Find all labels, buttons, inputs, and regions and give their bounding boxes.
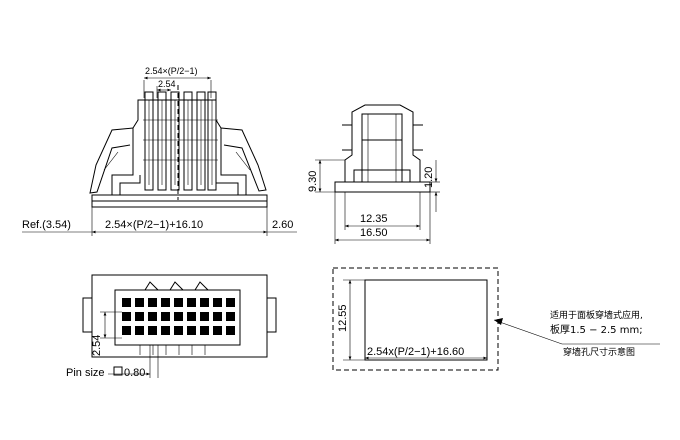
- cutout-note-line2: 板厚1.5 − 2.5 mm;: [550, 323, 643, 336]
- front-contact-pins: [143, 91, 218, 191]
- side-width-inner: 12.35: [360, 213, 388, 225]
- front-left-latch: [89, 127, 134, 194]
- side-base: [334, 181, 431, 193]
- pin-square-symbol: [113, 366, 123, 376]
- front-body-outline: [111, 99, 247, 195]
- front-width-formula: 2.54×(P/2−1)+16.10: [105, 219, 203, 231]
- front-view: 2.54×(P/2−1) 2.54 Ref.(3.54) 2.54×(P/2−1…: [22, 66, 297, 236]
- bottom-pin-grid: [122, 298, 235, 335]
- front-ref-label: Ref.(3.54): [22, 219, 71, 231]
- bottom-view: 2.54 Pin size 0.80: [66, 274, 277, 379]
- cutout-view: 12.55 2.54x(P/2−1)+16.60 适用于面板穿墙式应用, 板厚1…: [332, 267, 660, 371]
- side-height-flange: 1.20: [423, 167, 435, 188]
- cutout-panel-outline: [332, 267, 499, 371]
- front-top-dim-outer: 2.54×(P/2−1): [145, 66, 198, 76]
- cutout-note-line3: 穿墙孔尺寸示意图: [563, 346, 635, 358]
- pin-size-label: Pin size: [66, 367, 105, 379]
- cutout-note-line1: 适用于面板穿墙式应用,: [550, 309, 643, 321]
- side-height-total: 9.30: [307, 171, 319, 192]
- bottom-pitch-dim: 2.54: [91, 335, 103, 356]
- cutout-hole: [364, 279, 488, 361]
- front-top-dim-inner: 2.54: [158, 79, 176, 89]
- front-right-dim: 2.60: [272, 219, 293, 231]
- side-width-outer: 16.50: [360, 227, 388, 239]
- side-view: 9.30 1.20 12.35 16.50: [307, 104, 440, 244]
- front-right-latch: [220, 127, 267, 192]
- cutout-width-formula: 2.54x(P/2−1)+16.60: [367, 346, 464, 358]
- cutout-height-dim: 12.55: [337, 304, 349, 332]
- pin-size-value: 0.80: [124, 367, 145, 379]
